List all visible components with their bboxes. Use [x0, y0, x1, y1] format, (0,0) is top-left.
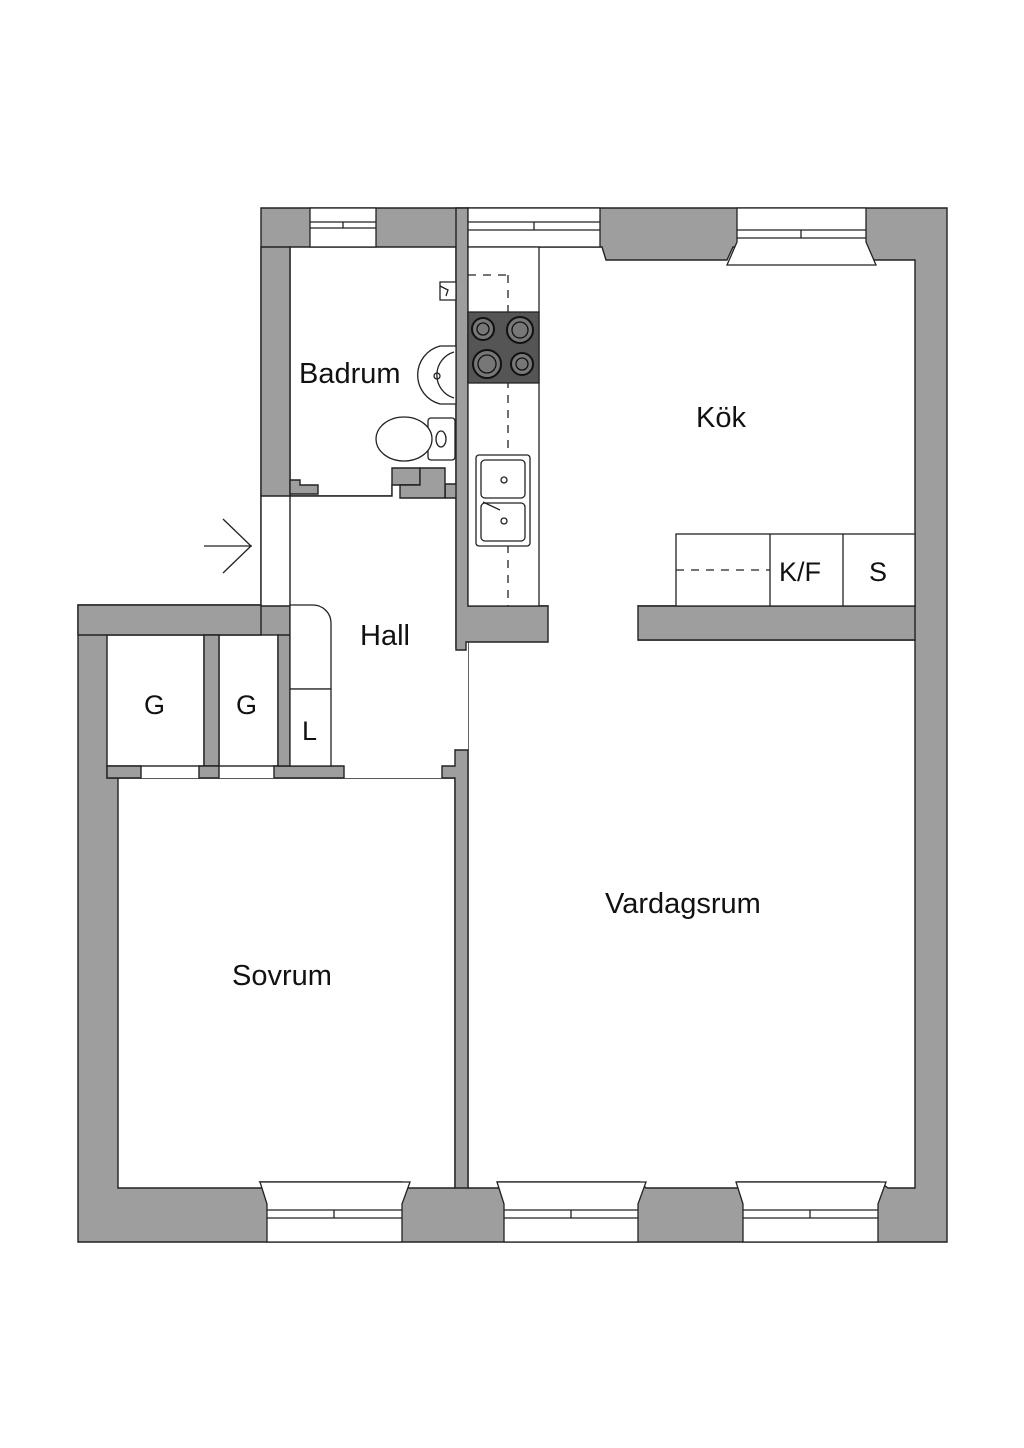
wall-bathroom-south-right [399, 467, 446, 499]
closet-2 [218, 634, 279, 767]
wall-bathroom-south-left [289, 479, 319, 495]
toilet-icon [375, 416, 456, 462]
wall-closet-stub-1 [106, 765, 142, 779]
label-sovrum: Sovrum [232, 960, 332, 992]
bedroom-door-gap [141, 766, 199, 778]
window-living-left [496, 1181, 647, 1243]
washbasin-icon [417, 345, 457, 405]
label-fridge-freezer: K/F [779, 557, 821, 587]
kitchen-living-connect [548, 606, 638, 642]
hall-kitchen-connect [456, 642, 468, 750]
linen-closet [289, 604, 332, 767]
wall-hall-bedroom-west [77, 604, 262, 636]
stove-icon [467, 311, 540, 384]
faucet-icon [439, 281, 457, 301]
label-linen: L [302, 716, 317, 746]
label-cabinet: S [869, 557, 887, 587]
window-kitchen-left [467, 207, 601, 248]
wall-bathroom-west [260, 246, 291, 497]
wall-hall-bedroom [273, 765, 345, 779]
wall-closet-divider [203, 634, 220, 767]
wall-kitchen-living [637, 605, 916, 641]
label-closet-1: G [144, 690, 165, 720]
window-living-right [735, 1181, 887, 1243]
kitchen-sink-icon [475, 454, 531, 547]
wall-closet-stub-2 [198, 765, 220, 779]
bedroom-door-gap-2 [219, 766, 274, 778]
label-badrum: Badrum [299, 358, 401, 390]
entrance-arrow-icon [204, 518, 252, 574]
label-kok: Kök [696, 402, 746, 434]
wall-closet-right [277, 634, 291, 767]
window-bedroom [259, 1181, 411, 1243]
kitchen-cabinets [675, 533, 916, 607]
label-hall: Hall [360, 620, 410, 652]
label-closet-2: G [236, 690, 257, 720]
wall-bedroom-living [441, 749, 469, 1189]
window-bathroom [309, 207, 377, 248]
label-vardagsrum: Vardagsrum [605, 888, 761, 920]
window-kitchen-right [726, 207, 877, 266]
kitchen-counter [467, 246, 540, 607]
